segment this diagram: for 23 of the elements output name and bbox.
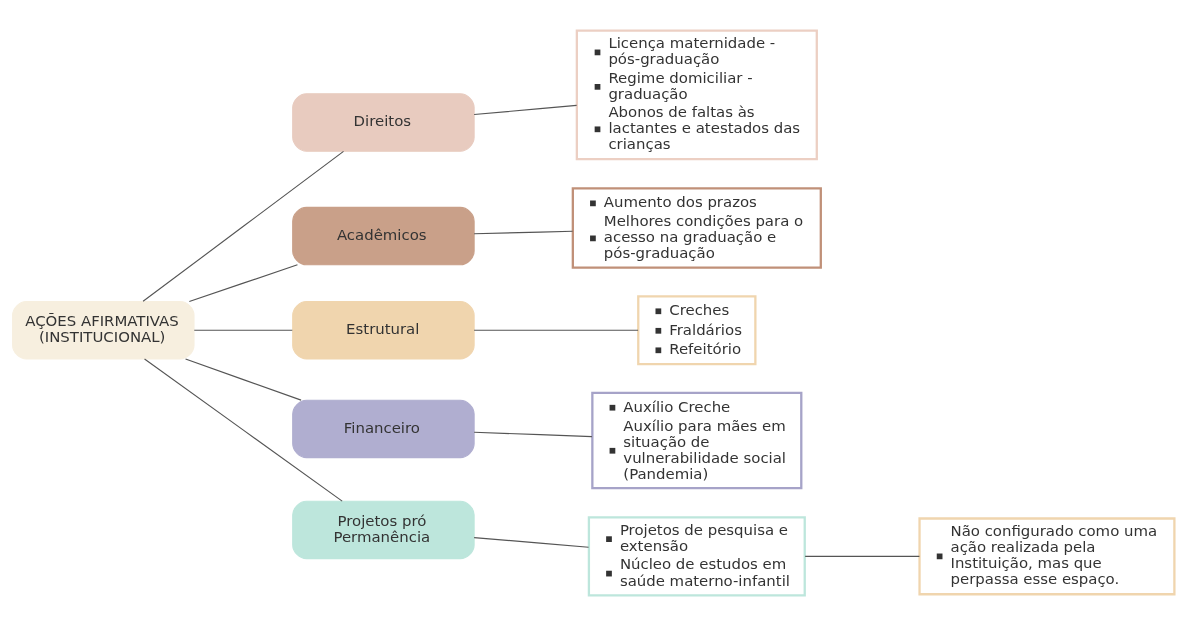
node-box: Acadêmicos [292, 206, 475, 266]
connector [188, 264, 298, 303]
node-box: Licença maternidade - pós-graduação Regime domiciliar - graduação Abonos de faltas às lactantes e atestados das crianças [575, 29, 818, 161]
node-box: Projetos de pesquisa e extensão Núcleo de estudos em saúde materno-infantil [587, 516, 806, 597]
node-box: Auxílio Creche Auxílio para mães em situação de vulnerabilidade social (Pandemia) [591, 391, 803, 490]
node-box: Estrutural [292, 300, 475, 360]
node-box: Creches Fraldários Refeitório [637, 295, 757, 366]
node-box: Não configurado como uma ação realizada pela Instituição, mas que perpassa esse espaço. [918, 517, 1176, 596]
connector [473, 329, 639, 331]
node-box: AÇÕES AFIRMATIVAS (INSTITUCIONAL) [12, 300, 195, 360]
connector [193, 329, 293, 331]
connector [185, 358, 302, 401]
node-box: Direitos [292, 93, 475, 152]
node-box: Financeiro [292, 399, 475, 459]
node-box: Projetos pró Permanência [292, 500, 475, 560]
connector [142, 150, 345, 302]
node-box: Aumento dos prazos Melhores condições para o acesso na graduação e pós-graduação [571, 187, 822, 269]
connector [804, 555, 920, 557]
connector [473, 104, 578, 116]
connector [473, 431, 593, 438]
connector [473, 230, 574, 235]
connector [473, 537, 590, 548]
connector [143, 358, 343, 502]
